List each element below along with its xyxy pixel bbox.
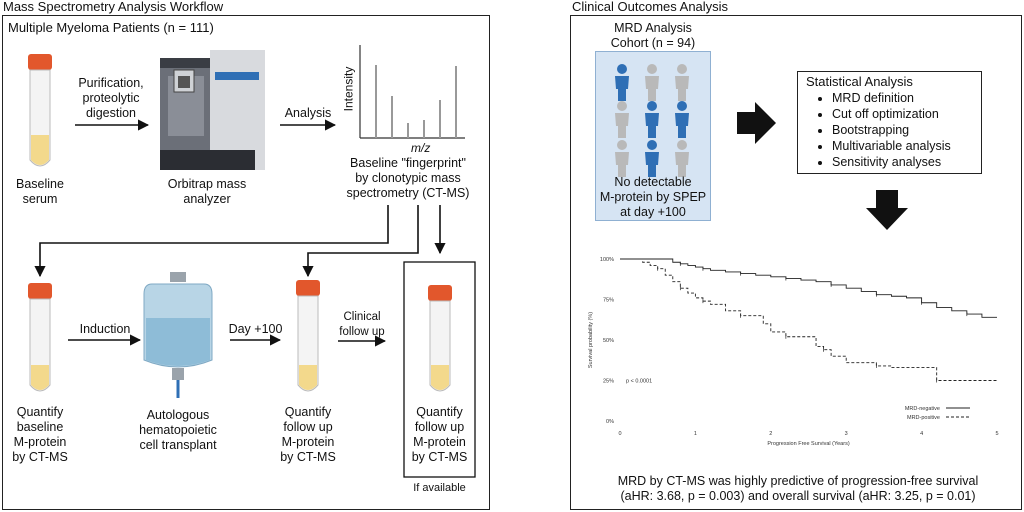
quant-baseline-label: Quantify baseline M-protein by CT-MS	[12, 405, 68, 464]
x-axis-label: Progression Free Survival (Years)	[767, 441, 849, 447]
person-icon	[615, 64, 629, 101]
analysis-label: Analysis	[284, 106, 332, 120]
transplant-bag-icon	[143, 272, 213, 398]
km-line-mrd-positive	[620, 258, 997, 381]
legend-label: MRD-positive	[907, 415, 940, 421]
x-tick-label: 1	[694, 431, 697, 437]
left-panel-title: Mass Spectrometry Analysis Workflow	[3, 0, 224, 14]
clinical-followup-box	[403, 261, 476, 478]
person-icon	[675, 64, 689, 101]
no-detectable-label: No detectable M-protein by SPEP at day +…	[599, 175, 707, 219]
person-icon	[615, 140, 629, 177]
stat-item: Cut off optimization	[832, 106, 951, 122]
person-icon	[645, 64, 659, 101]
mass-spectrum-icon	[359, 45, 465, 139]
quant-followup-label: Quantify follow up M-protein by CT-MS	[280, 405, 336, 464]
x-tick-label: 0	[618, 431, 621, 437]
stat-item: Sensitivity analyses	[832, 154, 951, 170]
y-tick-label: 75%	[603, 298, 614, 304]
stat-title: Statistical Analysis	[806, 74, 913, 89]
person-icon	[645, 140, 659, 177]
conclusion-text: MRD by CT-MS was highly predictive of pr…	[617, 474, 979, 503]
right-panel	[570, 15, 1022, 510]
purification-label: Purification, proteolytic digestion	[78, 76, 144, 120]
clinical-followup-label: Clinical follow up	[339, 311, 385, 338]
mrd-cohort-label: MRD Analysis Cohort (n = 94)	[610, 21, 696, 50]
left-panel	[2, 15, 490, 510]
x-tick-label: 5	[995, 431, 998, 437]
baseline-tube-icon	[28, 283, 52, 392]
clinical-followup-tube-icon	[428, 285, 452, 392]
followup-tube-icon	[296, 280, 320, 392]
transplant-label: Autologous hematopoietic cell transplant	[139, 408, 217, 452]
x-tick-label: 4	[920, 431, 923, 437]
person-icon	[675, 140, 689, 177]
induction-label: Induction	[79, 322, 131, 336]
serum-tube-icon	[28, 54, 52, 167]
p-value-annotation: p < 0.0001	[626, 379, 652, 385]
quant-followup2-label: Quantify follow up M-protein by CT-MS	[411, 405, 468, 464]
spectrum-xlabel: m/z	[411, 141, 431, 155]
person-icon	[615, 101, 629, 138]
x-tick-label: 3	[845, 431, 848, 437]
if-available-label: If available	[413, 482, 466, 494]
statistical-analysis-box	[797, 71, 982, 174]
right-arrow-icon	[737, 102, 776, 144]
stat-list: MRD definition Cut off optimization Boot…	[818, 90, 951, 170]
down-arrow-icon	[866, 190, 908, 230]
km-line-mrd-negative	[620, 258, 997, 318]
stat-item: MRD definition	[832, 90, 951, 106]
day100-label: Day +100	[228, 322, 283, 336]
x-tick-label: 2	[769, 431, 772, 437]
y-tick-label: 25%	[603, 379, 614, 385]
cohort-label: Multiple Myeloma Patients (n = 111)	[8, 20, 214, 35]
stat-item: Bootstrapping	[832, 122, 951, 138]
patient-icons	[615, 64, 689, 177]
left-diagram	[28, 45, 476, 478]
person-icon	[675, 101, 689, 138]
y-tick-label: 100%	[600, 257, 614, 263]
fingerprint-label: Baseline "fingerprint" by clonotypic mas…	[346, 156, 470, 200]
orbitrap-label: Orbitrap mass analyzer	[167, 177, 247, 206]
baseline-serum-label: Baseline serum	[16, 177, 64, 206]
person-icon	[645, 101, 659, 138]
legend-label: MRD-negative	[905, 406, 940, 412]
y-axis-label: Survival probability (%)	[588, 312, 594, 368]
right-panel-title: Clinical Outcomes Analysis	[572, 0, 729, 14]
y-tick-label: 50%	[603, 338, 614, 344]
y-tick-label: 0%	[606, 419, 614, 425]
stat-item: Multivariable analysis	[832, 138, 951, 154]
orbitrap-icon	[160, 50, 265, 170]
